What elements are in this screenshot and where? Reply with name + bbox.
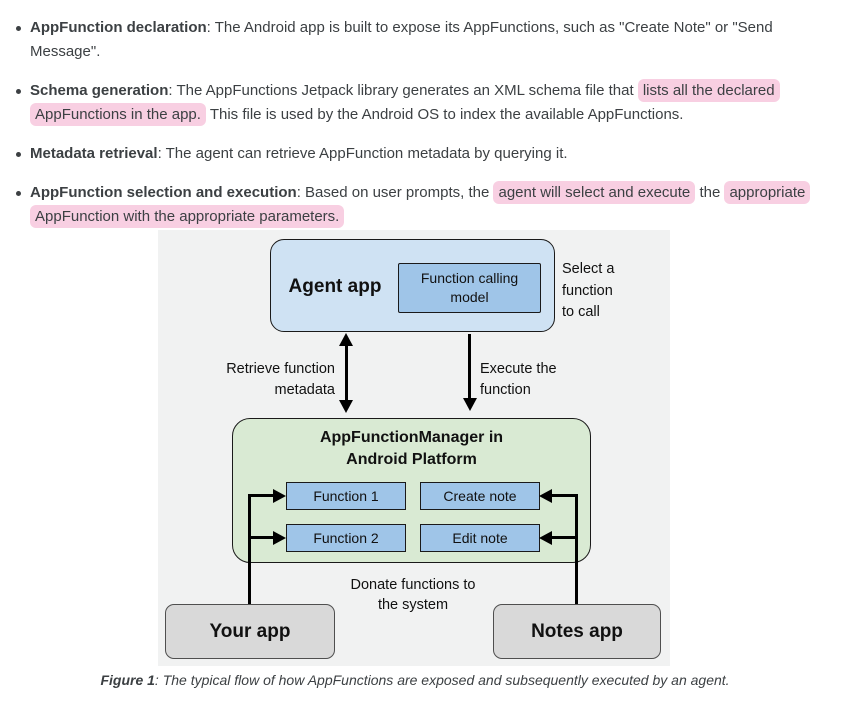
select-function-label: Select a function to call (562, 261, 615, 320)
agent-app-label: Agent app (288, 276, 382, 297)
bullet-list: AppFunction declaration: The Android app… (14, 10, 838, 244)
arrow-down-icon (339, 400, 353, 413)
appfunctionmanager-title: AppFunctionManager in Android Platform (319, 429, 504, 468)
bullet-dot-icon (16, 26, 21, 31)
connector-line (248, 536, 274, 539)
connector-line (552, 536, 578, 539)
bullet-text: Schema generation: The AppFunctions Jetp… (30, 79, 780, 126)
bullet-text: Metadata retrieval: The agent can retrie… (30, 145, 568, 162)
arrow-right-icon (273, 489, 286, 503)
function-2-box: Function 2 (286, 524, 406, 552)
create-note-box: Create note (420, 482, 540, 510)
bullet-body: : The agent can retrieve AppFunction met… (157, 145, 568, 162)
function-calling-model-box: Function calling model (398, 263, 541, 313)
arrow-left-icon (539, 531, 552, 545)
your-app-box: Your app (165, 604, 335, 659)
bullet-item-schema-generation: Schema generation: The AppFunctions Jetp… (14, 79, 838, 127)
connector-line (248, 495, 251, 604)
figure-caption-text: : The typical flow of how AppFunctions a… (154, 672, 730, 688)
bullet-term: AppFunction declaration (30, 19, 207, 36)
bullet-dot-icon (16, 152, 21, 157)
arrow-down-icon (463, 398, 477, 411)
highlighted-text: agent will select and execute (493, 181, 696, 204)
arrow-left-icon (539, 489, 552, 503)
arrow-up-icon (339, 333, 353, 346)
figure-caption: Figure 1: The typical flow of how AppFun… (0, 672, 830, 688)
bullet-dot-icon (16, 191, 21, 196)
bullet-term: Metadata retrieval (30, 145, 158, 162)
bullet-dot-icon (16, 89, 21, 94)
bullet-body: : The Android app is built to expose its… (30, 19, 773, 60)
figure-caption-label: Figure 1 (100, 672, 155, 688)
bullet-body: This file is used by the Android OS to i… (205, 106, 684, 123)
connector-line (575, 495, 578, 604)
arrow-line (345, 344, 348, 402)
appfunctions-flow-diagram: Agent app Function calling model Select … (158, 230, 670, 666)
bullet-body: : The AppFunctions Jetpack library gener… (168, 82, 638, 99)
bullet-body: : Based on user prompts, the (296, 184, 494, 201)
arrow-line (468, 334, 471, 398)
notes-app-box: Notes app (493, 604, 661, 659)
function-1-box: Function 1 (286, 482, 406, 510)
bullet-text: AppFunction selection and execution: Bas… (30, 181, 811, 228)
bullet-body: the (695, 184, 725, 201)
edit-note-box: Edit note (420, 524, 540, 552)
connector-line (552, 494, 578, 497)
bullet-item-appfunction-declaration: AppFunction declaration: The Android app… (14, 16, 838, 64)
bullet-text: AppFunction declaration: The Android app… (30, 19, 773, 60)
connector-line (248, 494, 274, 497)
arrow-right-icon (273, 531, 286, 545)
bullet-term: Schema generation (30, 82, 169, 99)
bullet-item-metadata-retrieval: Metadata retrieval: The agent can retrie… (14, 142, 838, 166)
retrieve-metadata-label: Retrieve function metadata (226, 361, 335, 398)
bullet-term: AppFunction selection and execution (30, 184, 297, 201)
execute-function-label: Execute the function (480, 361, 557, 398)
donate-functions-label: Donate functions to the system (350, 577, 476, 613)
bullet-item-selection-execution: AppFunction selection and execution: Bas… (14, 181, 838, 229)
